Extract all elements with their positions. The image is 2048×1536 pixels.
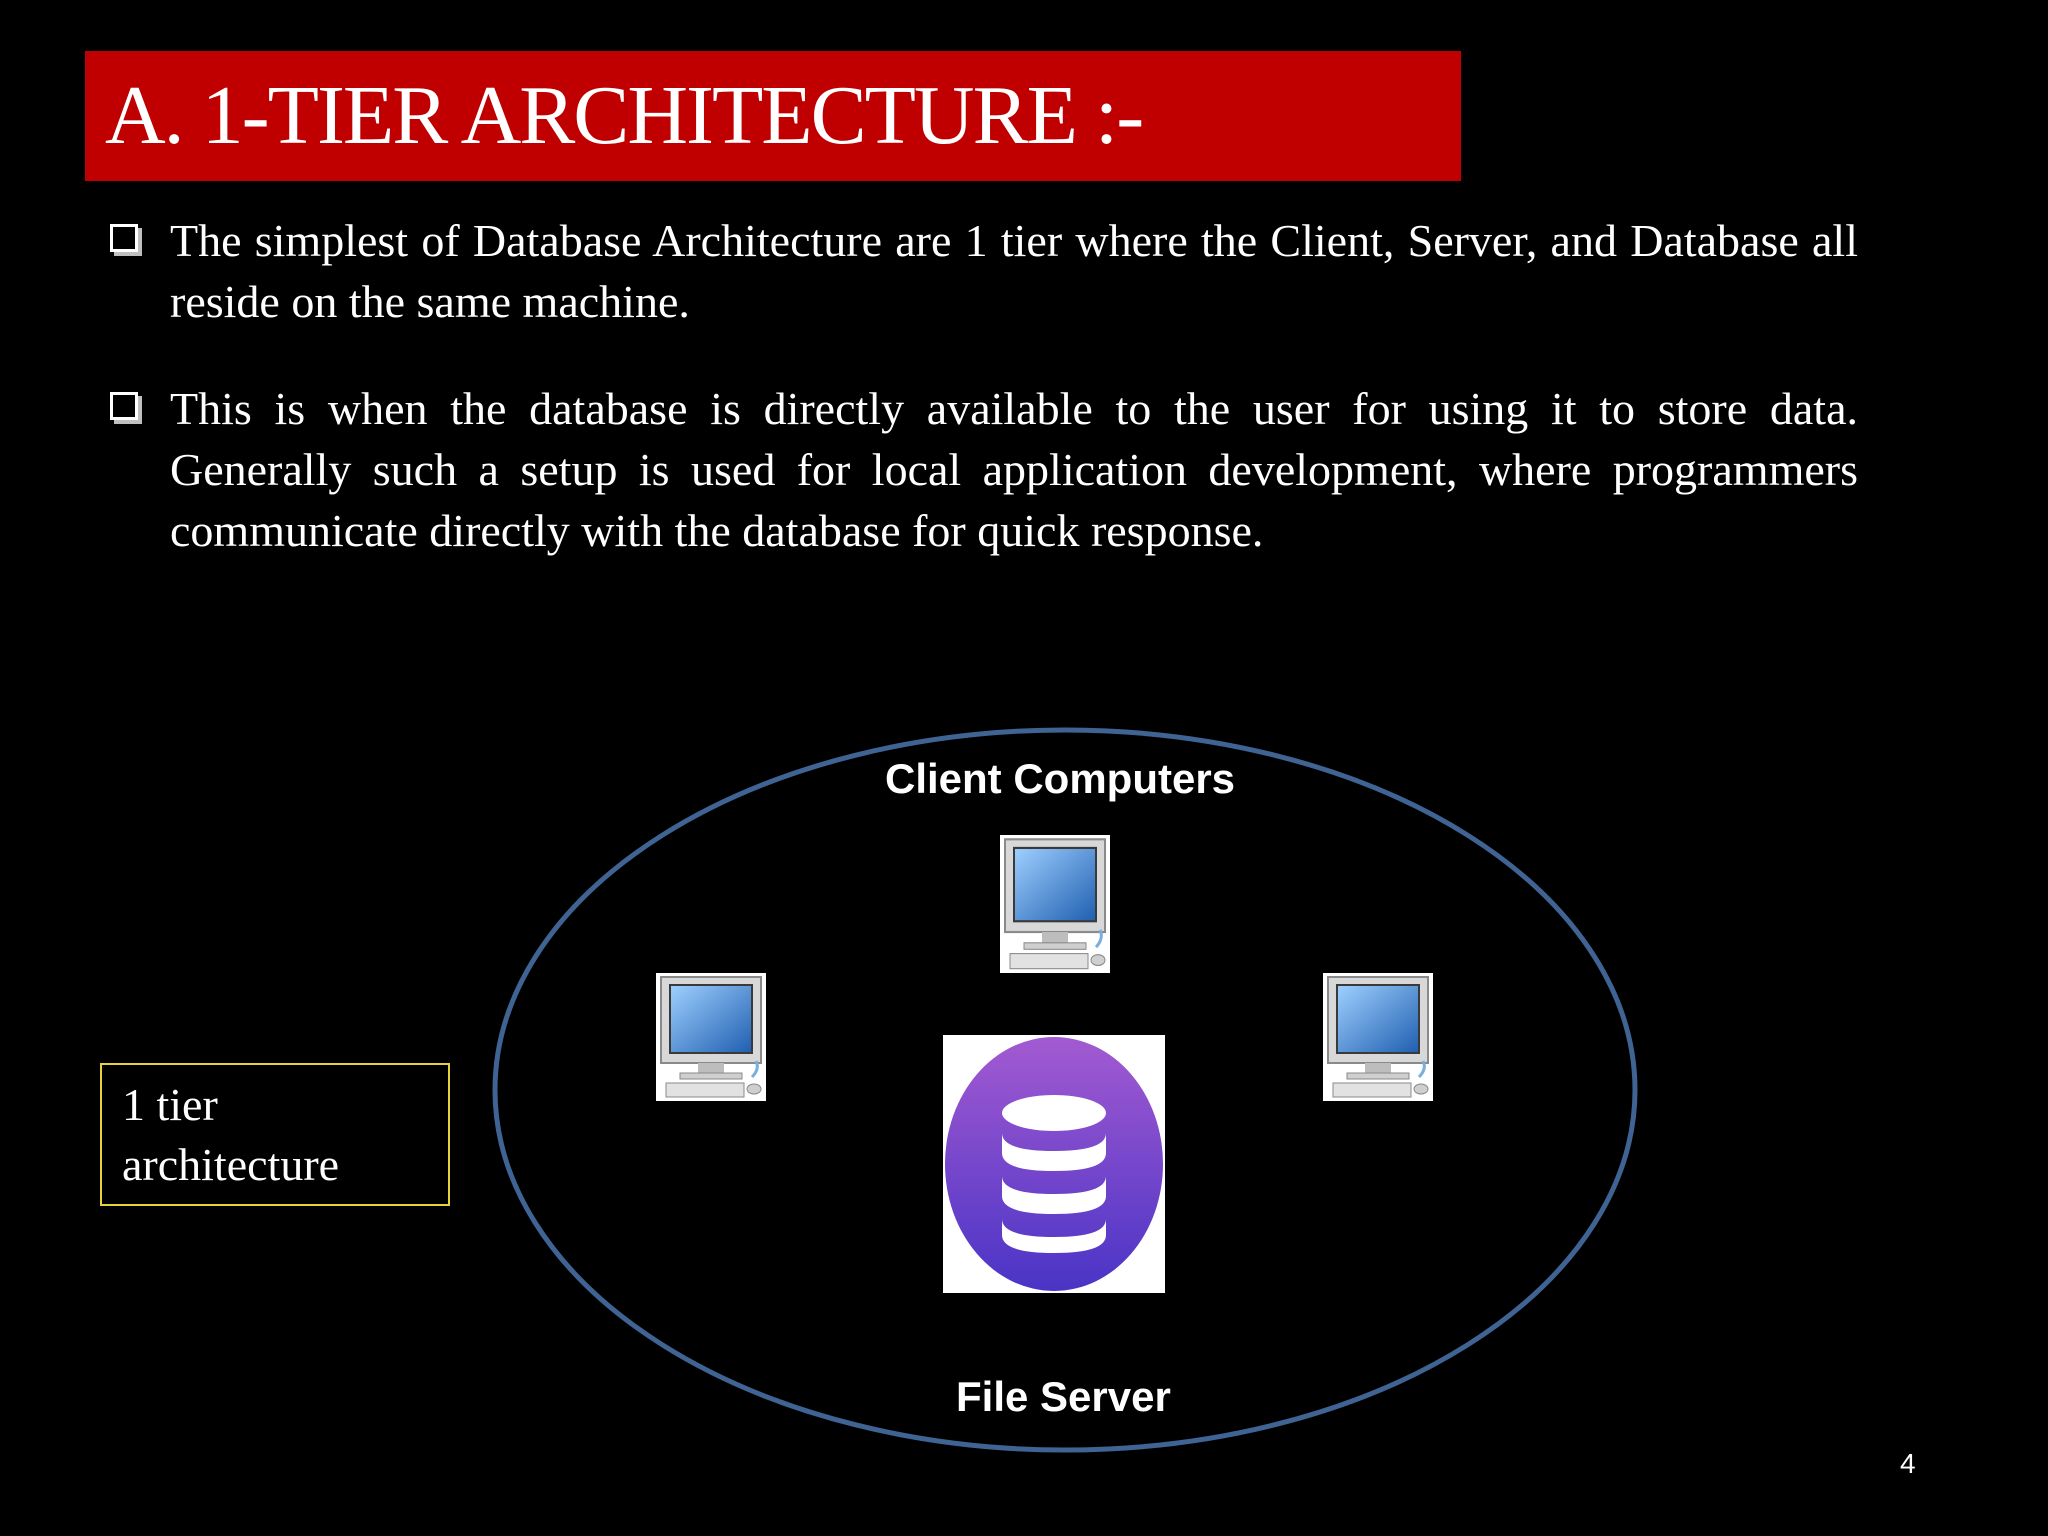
bullet-item: The simplest of Database Architecture ar…	[110, 210, 1858, 340]
client-computers-label: Client Computers	[885, 755, 1236, 802]
checkbox-bullet-icon	[110, 392, 138, 420]
computer-icon	[1000, 835, 1110, 973]
bullet-item: This is when the database is directly av…	[110, 378, 1858, 568]
database-icon	[943, 1035, 1165, 1293]
bullet-text: The simplest of Database Architecture ar…	[170, 215, 1858, 327]
architecture-diagram: Client Computers	[490, 725, 1640, 1455]
bullet-text: This is when the database is directly av…	[170, 383, 1858, 556]
slide-title: A. 1-TIER ARCHITECTURE :-	[105, 69, 1144, 162]
diagram-boundary-ellipse	[492, 727, 1638, 1453]
file-server-label: File Server	[956, 1373, 1171, 1420]
tier-label-box: 1 tier architecture	[100, 1063, 450, 1206]
computer-icon	[656, 973, 766, 1101]
tier-label-text: 1 tier architecture	[122, 1079, 340, 1190]
page-number: 4	[1900, 1448, 1916, 1479]
title-bar: A. 1-TIER ARCHITECTURE :-	[85, 51, 1461, 181]
computer-icon	[1323, 973, 1433, 1101]
checkbox-bullet-icon	[110, 224, 138, 252]
